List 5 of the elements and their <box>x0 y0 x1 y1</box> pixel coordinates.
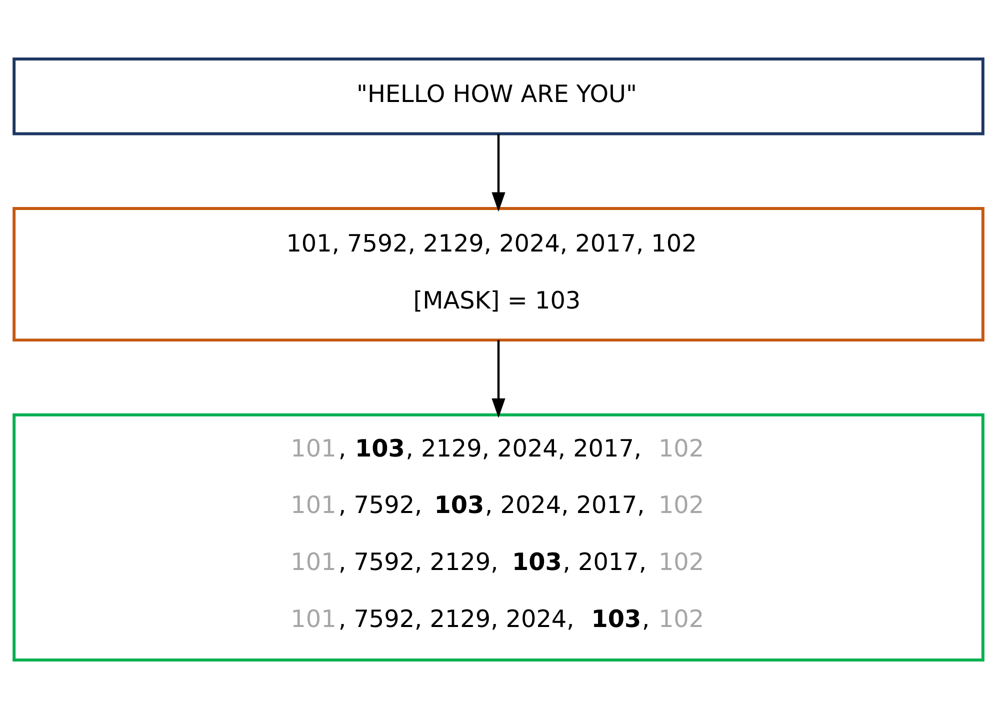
node-box: 101, 7592, 2129, 2024, 2017, 102 [MASK] = 103 <box>12 207 984 342</box>
arrow <box>492 134 506 212</box>
node-box: "HELLO HOW ARE YOU" <box>12 57 984 136</box>
node-box: 101, 103, 2129, 2024, 2017, 102 101, 7592, 103, 2024, 2017, 102 101, 7592, 2129, 103, 2017, 102 101, 7592, 2129, 2024, 103, 102 <box>12 413 984 662</box>
arrow <box>492 340 506 418</box>
